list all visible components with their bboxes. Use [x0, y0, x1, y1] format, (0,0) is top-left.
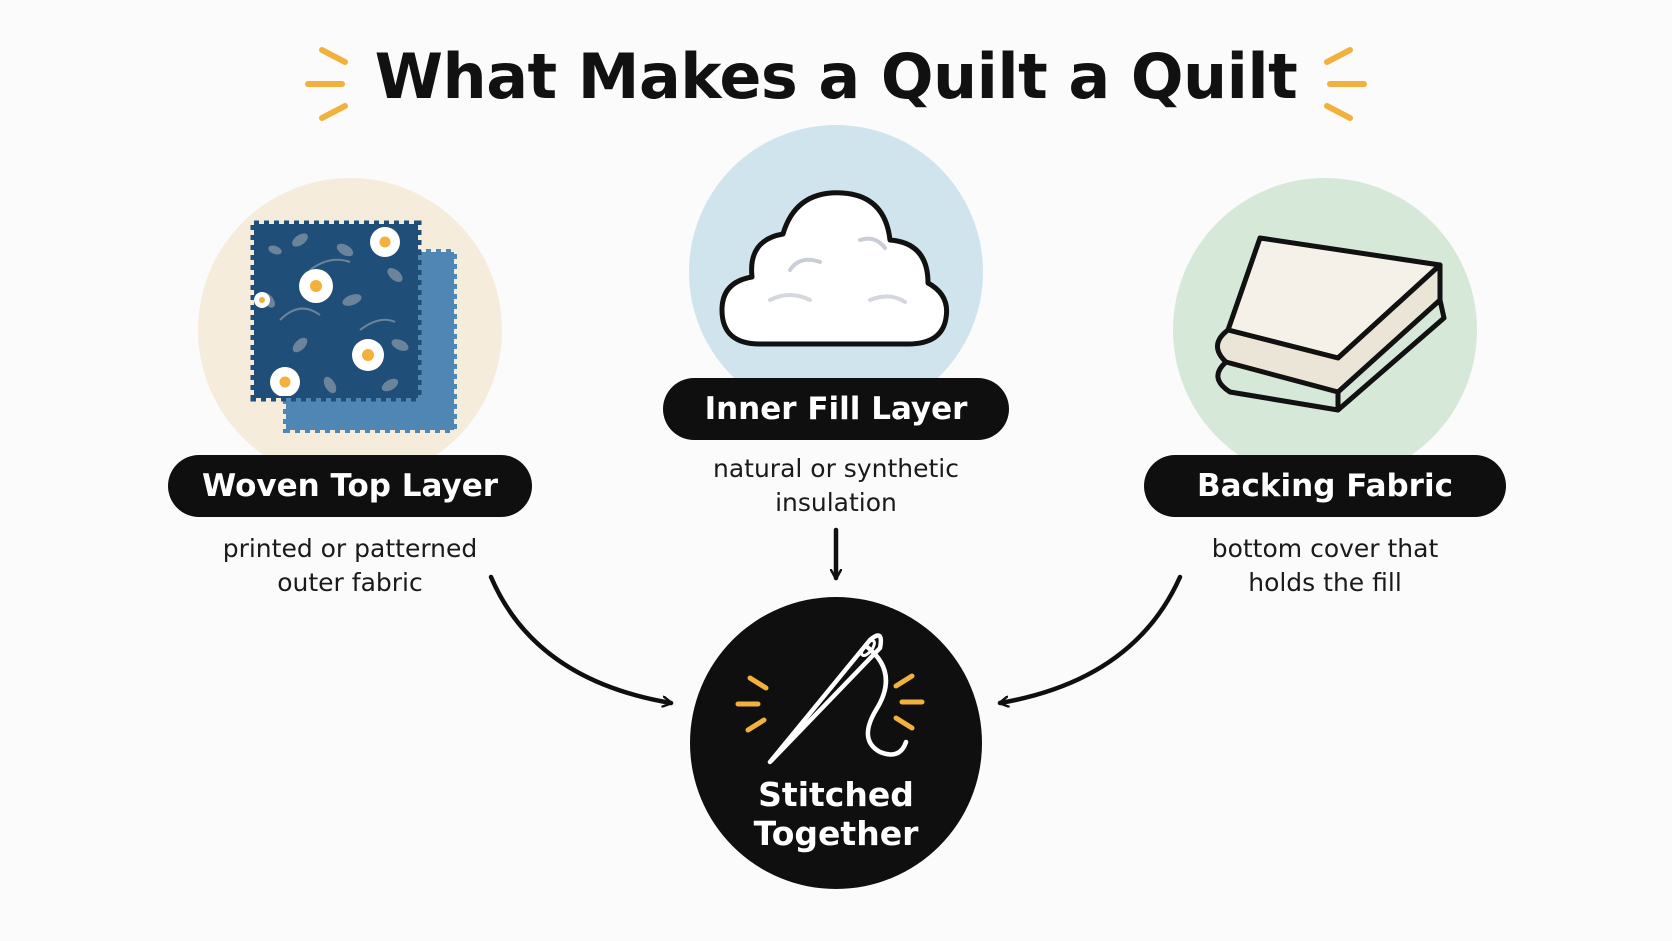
fill-layer-description: natural or synthetic insulation — [666, 452, 1006, 520]
arrow-top-layer-to-result — [488, 574, 674, 703]
daisy-flowers — [254, 227, 400, 396]
top-layer-label: Woven Top Layer — [168, 455, 532, 517]
backing-description-line1: bottom cover that — [1211, 534, 1439, 563]
backing-label: Backing Fabric — [1144, 455, 1506, 517]
needle-thread-icon — [735, 633, 925, 765]
arrow-backing-to-result — [997, 574, 1183, 703]
page-title: What Makes a Quilt a Quilt — [374, 40, 1298, 113]
result-label-line2: Together — [753, 814, 919, 853]
top-layer-description-line1: printed or patterned — [222, 534, 478, 563]
result-hub-circle — [690, 597, 982, 889]
floral-fabric-swatch-icon — [250, 220, 457, 433]
fill-layer-description-line1: natural or synthetic — [712, 454, 959, 483]
result-label-line1: Stitched — [758, 775, 914, 814]
top-layer-description: printed or patterned outer fabric — [180, 532, 520, 600]
result-hub-label: Stitched Together — [690, 775, 982, 853]
title-sparkle-right-icon — [1324, 47, 1367, 121]
backing-description: bottom cover that holds the fill — [1155, 532, 1495, 600]
fill-layer-label: Inner Fill Layer — [663, 378, 1009, 440]
backing-description-line2: holds the fill — [1248, 568, 1402, 597]
title-sparkle-left-icon — [305, 47, 348, 121]
cloud-batting-icon — [719, 190, 950, 347]
folded-cloth-icon — [1215, 235, 1447, 413]
fill-layer-description-line2: insulation — [775, 488, 897, 517]
top-layer-description-line2: outer fabric — [277, 568, 423, 597]
